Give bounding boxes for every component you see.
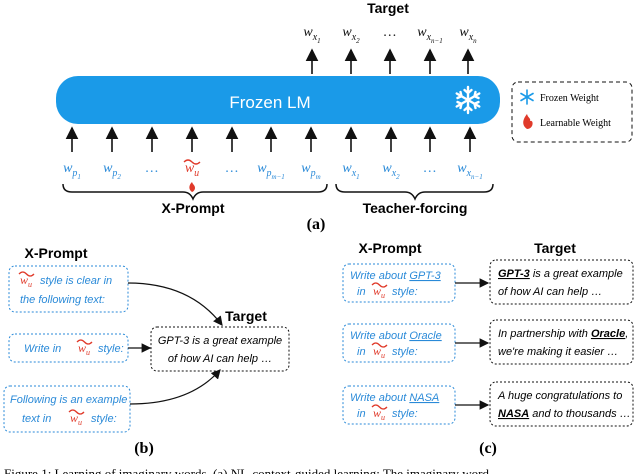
- xprompt-title-b: X-Prompt: [25, 245, 88, 261]
- target-box: [489, 381, 634, 427]
- prompt-text: Following is an example: [10, 394, 127, 406]
- prompt-box: [3, 385, 131, 433]
- frozen-lm-block: [56, 76, 500, 124]
- prompt-text: style:: [392, 346, 418, 358]
- prompt-box: [342, 323, 456, 363]
- tilde-mark: [371, 404, 388, 410]
- panel-c: X-Prompt Target Write about GPT-3 in sty…: [342, 240, 634, 457]
- panel-a-label: (a): [307, 216, 326, 233]
- prompt-text: in: [357, 346, 366, 358]
- prompt-text: in: [357, 286, 366, 298]
- word-token: wx1: [303, 25, 320, 45]
- input-arrows: [65, 126, 477, 152]
- legend-frozen-label: Frozen Weight: [540, 93, 599, 104]
- tilde-mark: [371, 282, 388, 288]
- target-tokens: wx1 wx2 … wxn−1 wxn: [303, 25, 477, 45]
- input-tokens: wp1 wp2 … wu … wpm−1 wpm wx1 wx2 … wxn−1: [63, 159, 483, 192]
- prompt-box: [8, 265, 129, 313]
- target-text: GPT-3 is a great example: [498, 268, 623, 280]
- imaginary-word: wu: [371, 404, 388, 422]
- prompt-box: [342, 263, 456, 303]
- tilde-mark: [18, 271, 35, 277]
- xprompt-brace-label: X-Prompt: [162, 200, 225, 216]
- word-token: wxn−1: [457, 161, 483, 181]
- target-text: In partnership with Oracle,: [498, 328, 628, 340]
- xprompt-title-c: X-Prompt: [359, 240, 422, 256]
- xprompt-brace: [62, 183, 328, 201]
- target-text: of how AI can help …: [498, 286, 602, 298]
- word-token: wp2: [103, 161, 121, 181]
- target-text: NASA and to thousands …: [498, 408, 631, 420]
- target-text: GPT-3 is a great example: [158, 335, 282, 347]
- word-token: wx1: [342, 161, 359, 181]
- target-box: [489, 259, 634, 305]
- imaginary-word: wu: [371, 282, 388, 300]
- teacher-forcing-brace: [335, 183, 494, 201]
- prompt-text: style:: [91, 413, 117, 425]
- word-token: wu: [185, 161, 199, 179]
- snowflake-icon: [455, 85, 481, 115]
- word-token: wx2: [382, 161, 400, 181]
- target-text: we're making it easier …: [498, 346, 618, 358]
- prompt-text: style is clear in: [40, 275, 112, 287]
- tilde-mark: [183, 159, 201, 165]
- tilde-mark: [68, 409, 85, 415]
- panel-b: X-Prompt style is clear in the following…: [3, 245, 290, 457]
- word-token: wpm: [301, 161, 320, 181]
- target-arrows: [305, 48, 475, 74]
- imaginary-word: wu: [371, 342, 388, 360]
- panel-a: Target wx1 wx2 … wxn−1 wxn Frozen LM Frozen …: [56, 0, 633, 233]
- frozen-lm-label: Frozen LM: [229, 93, 310, 112]
- prompt-text: in: [357, 408, 366, 420]
- figure-caption: Figure 1: Learning of imaginary words. (…: [4, 466, 489, 474]
- target-title-a: Target: [367, 0, 409, 16]
- connector-arrow: [129, 369, 221, 405]
- snowflake-icon: [520, 89, 534, 105]
- flame-icon: [189, 182, 195, 192]
- word-token: wxn−1: [417, 25, 443, 45]
- ellipsis-token: …: [146, 161, 158, 176]
- flame-icon: [523, 114, 533, 129]
- word-token: wx2: [342, 25, 360, 45]
- target-text: of how AI can help …: [168, 353, 272, 365]
- prompt-text: text in: [22, 413, 51, 425]
- tilde-mark: [371, 342, 388, 348]
- word-token: wp1: [63, 161, 81, 181]
- prompt-text: style:: [98, 343, 124, 355]
- panel-c-label: (c): [479, 440, 497, 457]
- connector-arrow: [127, 282, 223, 326]
- target-title-b: Target: [225, 308, 267, 324]
- prompt-text: Write in: [24, 343, 61, 355]
- prompt-text: Write about NASA: [350, 392, 439, 404]
- legend-learnable-label: Learnable Weight: [540, 118, 611, 129]
- target-text: A huge congratulations to: [497, 390, 622, 402]
- word-token: wpm−1: [257, 161, 285, 181]
- imaginary-word: wu: [18, 271, 35, 289]
- prompt-text: style:: [392, 286, 418, 298]
- prompt-text: Write about Oracle: [350, 330, 442, 342]
- prompt-box: [342, 385, 456, 425]
- word-token: wxn: [459, 25, 477, 45]
- prompt-text: style:: [392, 408, 418, 420]
- ellipsis-token: …: [424, 161, 436, 176]
- prompt-text: the following text:: [20, 294, 105, 306]
- prompt-text: Write about GPT-3: [350, 270, 442, 282]
- panel-b-label: (b): [134, 440, 154, 457]
- imaginary-word: wu: [76, 339, 93, 357]
- target-title-c: Target: [534, 240, 576, 256]
- ellipsis-token: …: [384, 25, 396, 40]
- ellipsis-token: …: [226, 161, 238, 176]
- tilde-mark: [76, 339, 93, 345]
- legend-box: [511, 81, 633, 143]
- target-box: [489, 319, 634, 365]
- imaginary-word: wu: [68, 409, 85, 427]
- teacher-forcing-label: Teacher-forcing: [363, 200, 468, 216]
